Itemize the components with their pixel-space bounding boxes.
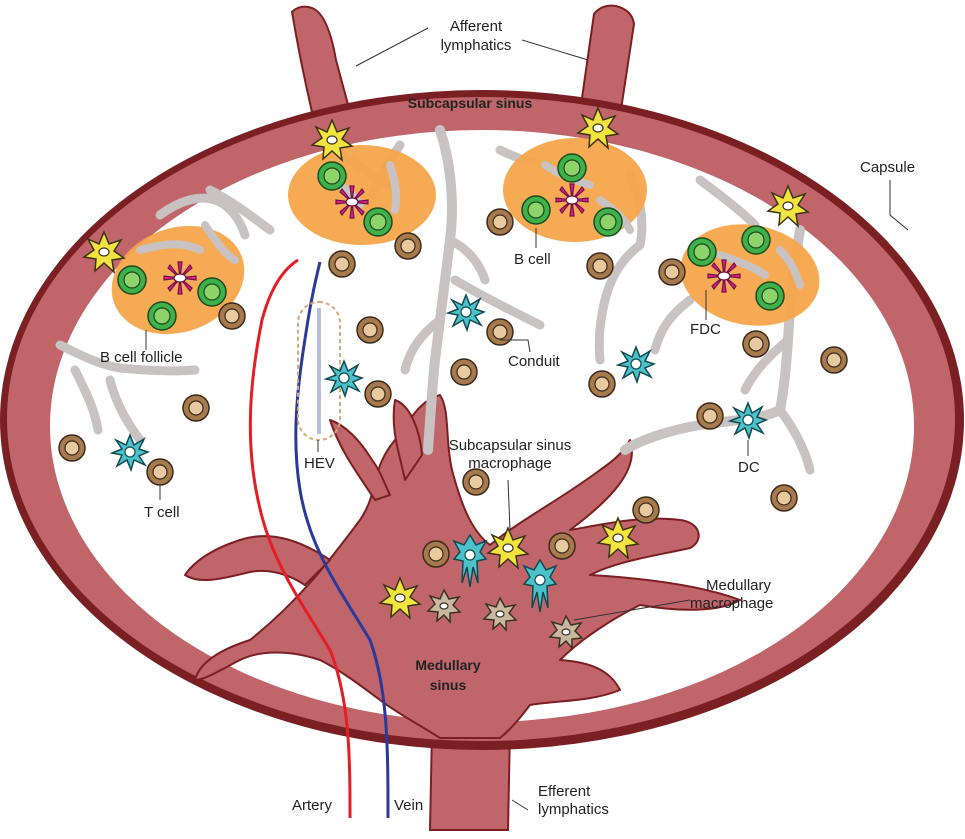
label-artery: Artery (292, 797, 333, 814)
label-afferent-2: lymphatics (441, 37, 512, 54)
artery (248, 258, 352, 819)
label-capsule: Capsule (860, 159, 915, 176)
label-vein: Vein (394, 797, 423, 814)
label-scs-macrophage-2: macrophage (468, 455, 551, 472)
label-b-cell-follicle: B cell follicle (100, 349, 183, 366)
label-afferent-1: Afferent (450, 18, 503, 35)
label-subcapsular-sinus: Subcapsular sinus (408, 95, 533, 111)
label-medullary-sinus-2: sinus (430, 677, 467, 693)
label-dc: DC (738, 459, 760, 476)
label-medullary-macrophage-1: Medullary (706, 577, 772, 594)
label-medullary-sinus-1: Medullary (415, 657, 481, 673)
label-efferent-1: Efferent (538, 783, 591, 800)
label-efferent-2: lymphatics (538, 801, 609, 818)
diagram-labels: Afferent lymphatics Subcapsular sinus Ca… (100, 18, 915, 818)
label-medullary-macrophage-2: macrophage (690, 595, 773, 612)
label-conduit: Conduit (508, 353, 561, 370)
label-fdc: FDC (690, 321, 721, 338)
label-hev: HEV (304, 455, 335, 472)
vein (294, 261, 390, 819)
label-b-cell: B cell (514, 251, 551, 268)
label-t-cell: T cell (144, 504, 180, 521)
leader-lines (145, 27, 909, 811)
label-scs-macrophage-1: Subcapsular sinus (449, 437, 572, 454)
afferent-lymphatic-vessels (290, 4, 636, 118)
